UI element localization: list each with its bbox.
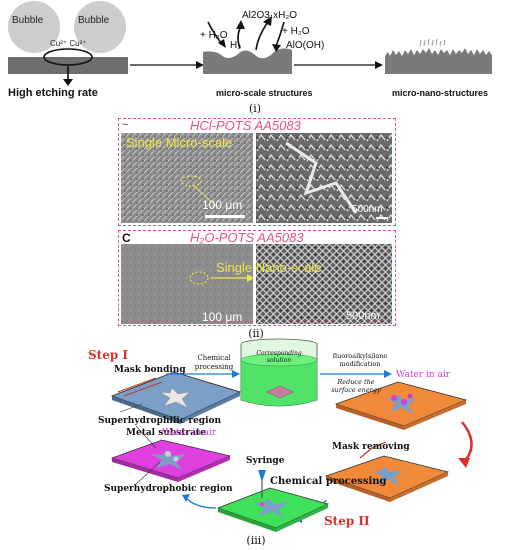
substrate-micro-nano <box>385 48 492 74</box>
panel-iii: Step I Step II Mask bonding Metal substr… <box>0 338 513 550</box>
superhydrophilic-label: Superhydrophilic region <box>98 416 222 426</box>
copper-ions-label: Cu²⁺ Cu²⁺ <box>50 39 86 48</box>
substrate-micro <box>203 48 292 74</box>
caption-i: (i) <box>248 102 262 115</box>
bubble-right-circle <box>74 1 126 53</box>
panel-i: Bubble Bubble Cu²⁺ Cu²⁺ + H₂O H₂ Al2O3·x… <box>0 0 513 115</box>
sem-top-right-image <box>256 133 392 223</box>
hydrogen-label: H₂ <box>230 40 241 51</box>
label-micro-scale: micro-scale structures <box>216 88 313 98</box>
caption-iii: (iii) <box>246 534 266 547</box>
water-label-1: + H₂O <box>200 30 228 41</box>
sem-frame-top <box>118 118 396 226</box>
step-i-label: Step I <box>88 348 129 362</box>
metal-substrate-label: Metal substrate <box>126 428 206 438</box>
star-mask-1 <box>159 387 191 409</box>
water-in-air-right-label: Water in air <box>396 370 451 380</box>
panel-i-drawing: Bubble Bubble Cu²⁺ Cu²⁺ + H₂O H₂ Al2O3·x… <box>8 1 492 99</box>
boehmite-label: AlO(OH) <box>286 40 324 51</box>
alumina-label: Al2O3·xH₂O <box>242 10 297 21</box>
caption-ii: (ii) <box>248 327 264 340</box>
sem-bottom-scale-right: 500nm <box>346 310 380 322</box>
bubble-left-circle <box>8 1 60 53</box>
syringe-label: Syringe <box>246 456 285 466</box>
water-in-air-left-label: Water in air <box>162 428 217 438</box>
sem-bottom-right-image <box>256 244 392 324</box>
bubble-right-label: Bubble <box>78 15 110 26</box>
syringe-shape <box>258 470 266 482</box>
chemical-processing-bottom-label: Chemical processing <box>270 476 387 487</box>
mask-removing-label: Mask removing <box>332 442 410 452</box>
panel-iii-drawing <box>110 338 473 532</box>
water-label-2: + H₂O <box>282 26 310 37</box>
sem-top-title: HCl-POTS AA5083 <box>190 118 301 133</box>
sem-top-corner-mark: ~ <box>122 119 129 131</box>
reduce-energy-label: Reduce the surface energy <box>331 378 381 394</box>
superhydrophobic-label: Superhydrophobic region <box>104 484 233 494</box>
bubble-left-label: Bubble <box>12 15 44 26</box>
sem-bottom-title: H₂O-POTS AA5083 <box>190 230 304 245</box>
label-micro-nano: micro-nano-structures <box>392 88 488 98</box>
sem-top-left-image <box>121 133 253 223</box>
panel-ii: ~ HCl-POTS AA5083 Single Micro-scale 100… <box>118 118 398 330</box>
solution-label: Corresponding solution <box>256 350 302 364</box>
fluoroalkylsilane-label: fluoroalkylsilane modification <box>332 352 388 368</box>
sem-top-scale-right: 500nm <box>352 204 383 215</box>
step-ii-label: Step II <box>324 514 370 528</box>
mask-bonding-label: Mask bonding <box>114 365 186 375</box>
sem-bottom-letter: C <box>122 231 131 245</box>
chemical-processing-top-label: Chemical processing <box>194 354 234 371</box>
sem-bottom-left-image <box>121 244 253 324</box>
sem-top-scale-left: 100 μm <box>202 198 243 212</box>
sem-bottom-annotation: Single Nano-scale <box>216 260 322 275</box>
sem-top-annotation: Single Micro-scale <box>126 135 233 150</box>
label-high-etching: High etching rate <box>8 87 98 99</box>
sem-bottom-scale-left: 100 μm <box>202 310 243 324</box>
sem-frame-bottom <box>118 230 396 326</box>
